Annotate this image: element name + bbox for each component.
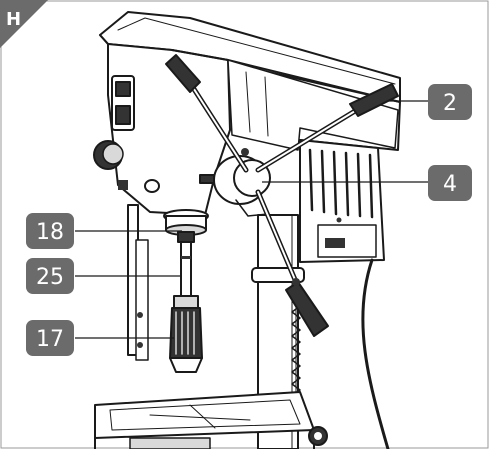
section-corner-tab: H bbox=[0, 0, 48, 48]
chuck-arbor bbox=[180, 241, 192, 298]
corner-triangle bbox=[0, 0, 48, 48]
work-table bbox=[94, 391, 328, 449]
callout-badge bbox=[26, 258, 74, 294]
depth-rod bbox=[127, 204, 149, 361]
callout-18: 18 bbox=[26, 213, 74, 249]
callout-4: 4 bbox=[428, 165, 472, 201]
callout-badge bbox=[428, 165, 472, 201]
callout-badge bbox=[26, 213, 74, 249]
power-cable bbox=[361, 258, 390, 449]
callout-badge bbox=[428, 84, 472, 120]
callout-17: 17 bbox=[26, 320, 74, 356]
callout-label: 4 bbox=[443, 172, 457, 197]
callout-25: 25 bbox=[26, 258, 74, 294]
drill-chuck bbox=[169, 295, 203, 373]
leader-lines bbox=[75, 100, 430, 339]
drill-press-illustration bbox=[93, 11, 401, 449]
callout-label: 2 bbox=[443, 91, 457, 116]
callout-badge bbox=[26, 320, 74, 356]
callout-label: 18 bbox=[36, 220, 64, 245]
callout-label: 17 bbox=[36, 327, 64, 352]
motor-housing bbox=[299, 139, 385, 263]
callout-label: 25 bbox=[36, 265, 64, 290]
feed-levers bbox=[165, 54, 399, 337]
section-label: H bbox=[6, 9, 21, 30]
spindle-sleeve bbox=[163, 209, 209, 243]
callout-2: 2 bbox=[428, 84, 472, 120]
